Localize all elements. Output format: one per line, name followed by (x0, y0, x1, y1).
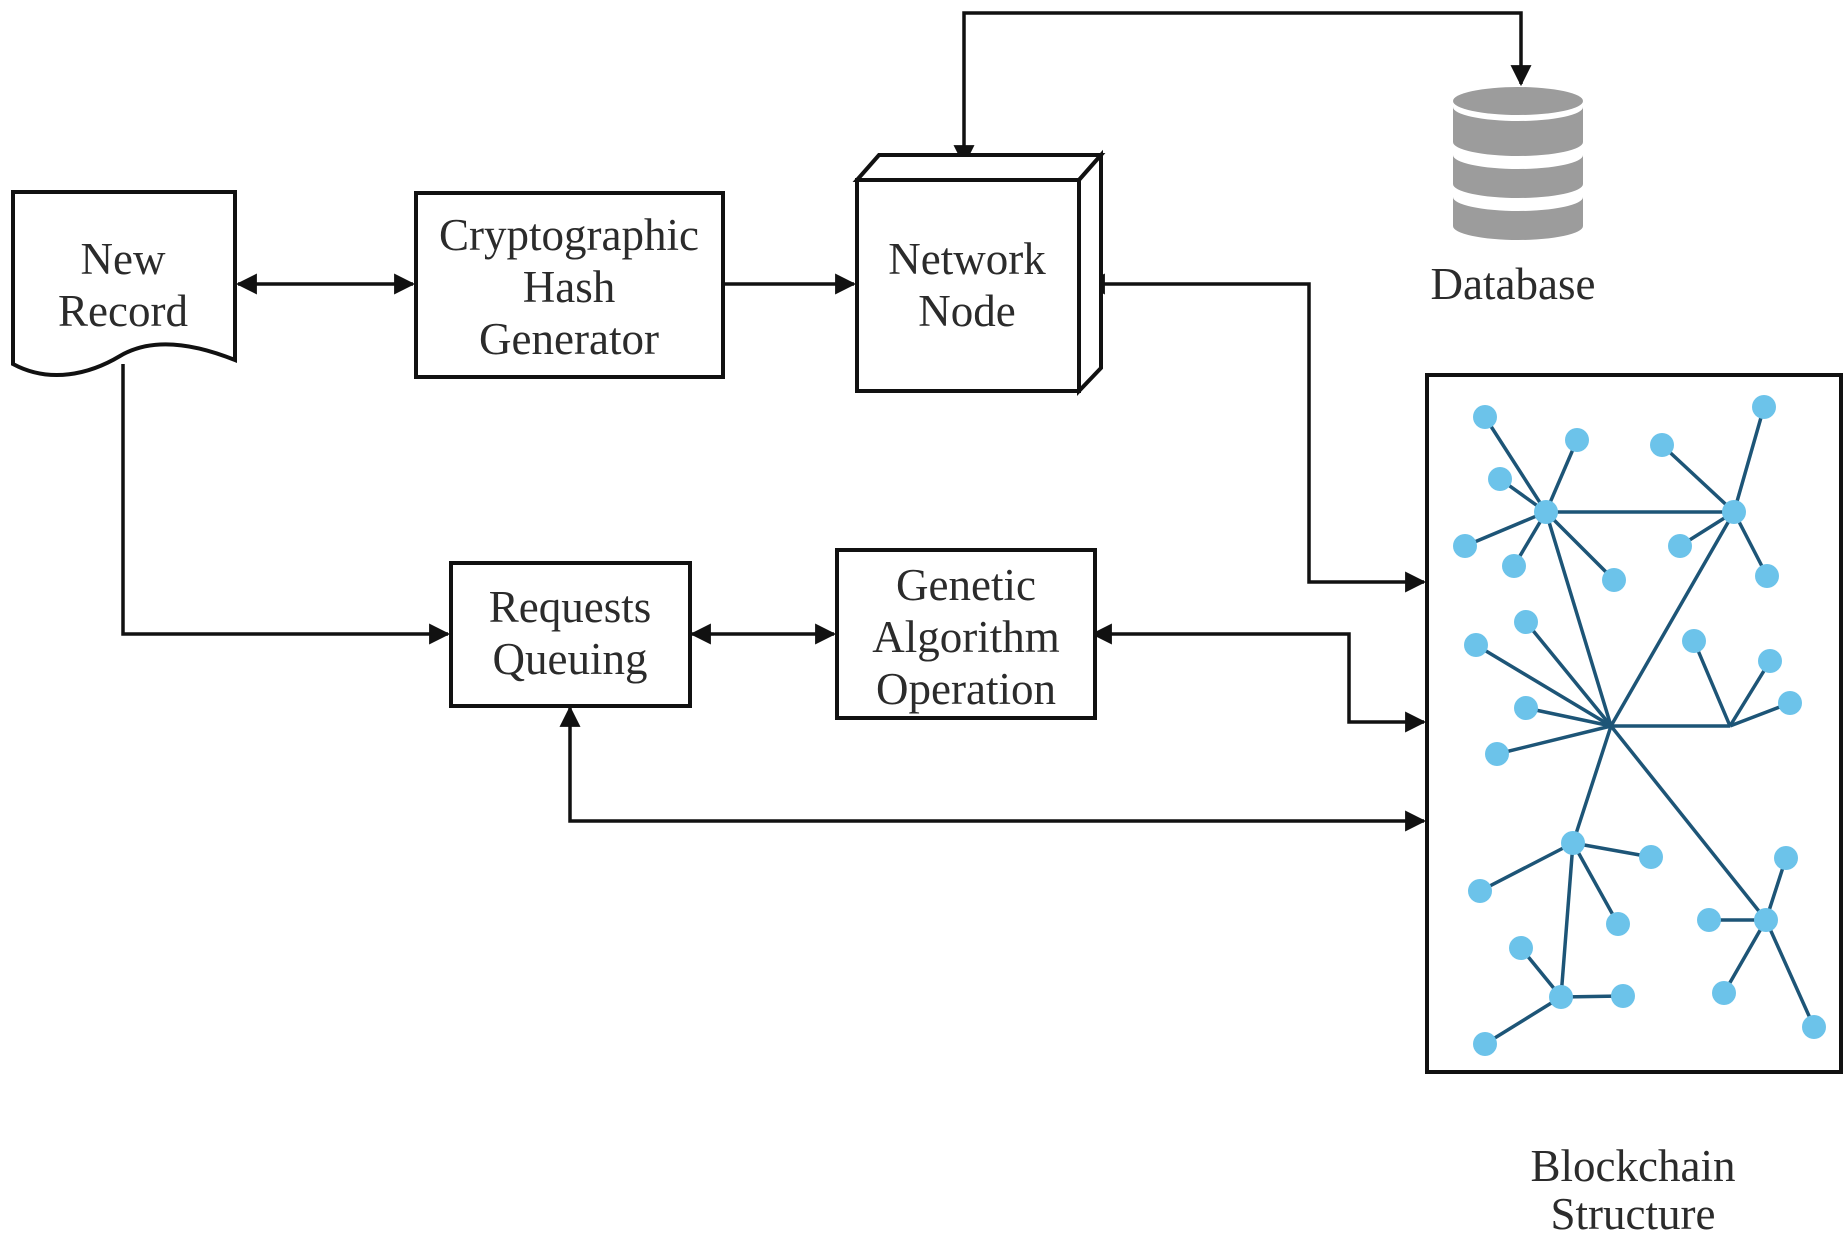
hash-generator-node: Cryptographic Hash Generator (414, 191, 725, 379)
blockchain-box (1425, 373, 1843, 1074)
requests-queuing-node: Requests Queuing (449, 561, 692, 708)
tree-nodes (1453, 395, 1826, 1056)
hash-generator-box (414, 191, 725, 379)
requests-queuing-label-line1: Requests (489, 582, 652, 632)
new-record-node: New Record (11, 190, 237, 377)
requests-queuing-box (449, 561, 692, 708)
blockchain-label-line1: Blockchain (1531, 1141, 1736, 1191)
arrow-node-blockchain (1083, 273, 1427, 593)
genetic-algorithm-label-line1: Genetic (896, 560, 1036, 610)
blockchain-tree-graph (1453, 395, 1826, 1056)
arrow-genetic-blockchain (1090, 623, 1427, 733)
genetic-algorithm-node: Genetic Algorithm Operation (835, 548, 1097, 720)
database-label: Database (1431, 259, 1596, 309)
database-node: Database (1431, 87, 1596, 309)
arrow-queue-blockchain (559, 705, 1427, 832)
new-record-label-line1: New (81, 234, 166, 284)
blockchain-label-line2: Structure (1551, 1189, 1716, 1236)
hash-generator-label-line3: Generator (479, 314, 659, 364)
cube-side-face (1077, 149, 1103, 396)
cube-top-face (852, 153, 1106, 182)
new-record-label-line2: Record (58, 286, 188, 336)
connectors (121, 11, 1532, 832)
blockchain-node: Blockchain Structure (1425, 373, 1843, 1236)
hash-generator-label-line2: Hash (523, 262, 615, 312)
genetic-algorithm-label-line2: Algorithm (872, 612, 1060, 662)
network-node-label-line1: Network (888, 234, 1046, 284)
network-node: Network Node (852, 149, 1106, 396)
genetic-algorithm-box (835, 548, 1097, 720)
arrow-node-database (953, 11, 1532, 167)
hash-generator-label-line1: Cryptographic (439, 210, 699, 260)
tree-edges (1464, 406, 1816, 1046)
document-shape (11, 190, 237, 377)
network-node-label-line2: Node (918, 286, 1015, 336)
database-icon (1453, 87, 1583, 240)
arrow-record-queue (121, 364, 451, 645)
cube-front-face (855, 178, 1081, 393)
genetic-algorithm-label-line3: Operation (876, 664, 1056, 714)
requests-queuing-label-line2: Queuing (493, 634, 648, 684)
